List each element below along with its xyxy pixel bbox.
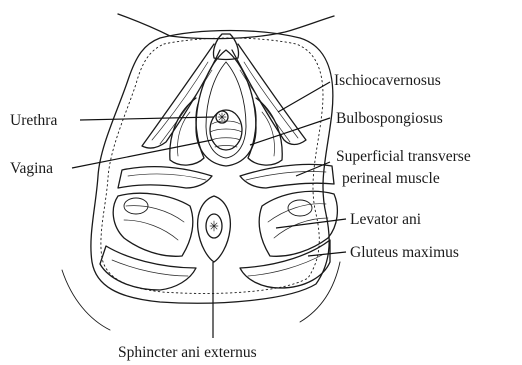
leader-urethra (80, 117, 214, 120)
label-ischiocavernosus: Ischiocavernosus (334, 72, 441, 89)
ischiocavernosus-fibers (152, 62, 298, 144)
vaginal-orifice (210, 110, 242, 150)
label-superficial-transverse-line2: perineal muscle (342, 170, 440, 187)
urethral-orifice (216, 111, 228, 123)
label-vagina: Vagina (10, 160, 53, 177)
label-sphincter-ani-externus: Sphincter ani externus (118, 344, 257, 361)
leader-bulbospongiosus (250, 118, 330, 145)
label-urethra: Urethra (10, 112, 57, 129)
superficial-transverse-right (240, 164, 334, 188)
leader-gluteus-maximus (308, 252, 346, 256)
label-gluteus-maximus: Gluteus maximus (350, 244, 459, 261)
bulbospongiosus-left (170, 98, 204, 165)
buttock-contour-right (300, 262, 340, 322)
superficial-transverse-left (118, 167, 212, 188)
ischiocavernosus-left (142, 44, 220, 148)
gluteus-maximus-left (100, 246, 196, 290)
dissection-border-outer (91, 31, 333, 304)
ischial-tuberosity-right (288, 200, 312, 216)
label-bulbospongiosus: Bulbospongiosus (336, 110, 443, 127)
leader-vagina (72, 140, 212, 168)
skin-outline (118, 14, 334, 39)
levator-fibers (124, 204, 328, 240)
buttock-contour-left (62, 270, 110, 330)
label-levator-ani: Levator ani (350, 211, 422, 228)
label-superficial-transverse-line1: Superficial transverse (336, 148, 471, 165)
gluteus-fibers (112, 254, 324, 276)
gluteus-maximus-right (240, 240, 330, 288)
anal-star (210, 221, 218, 231)
